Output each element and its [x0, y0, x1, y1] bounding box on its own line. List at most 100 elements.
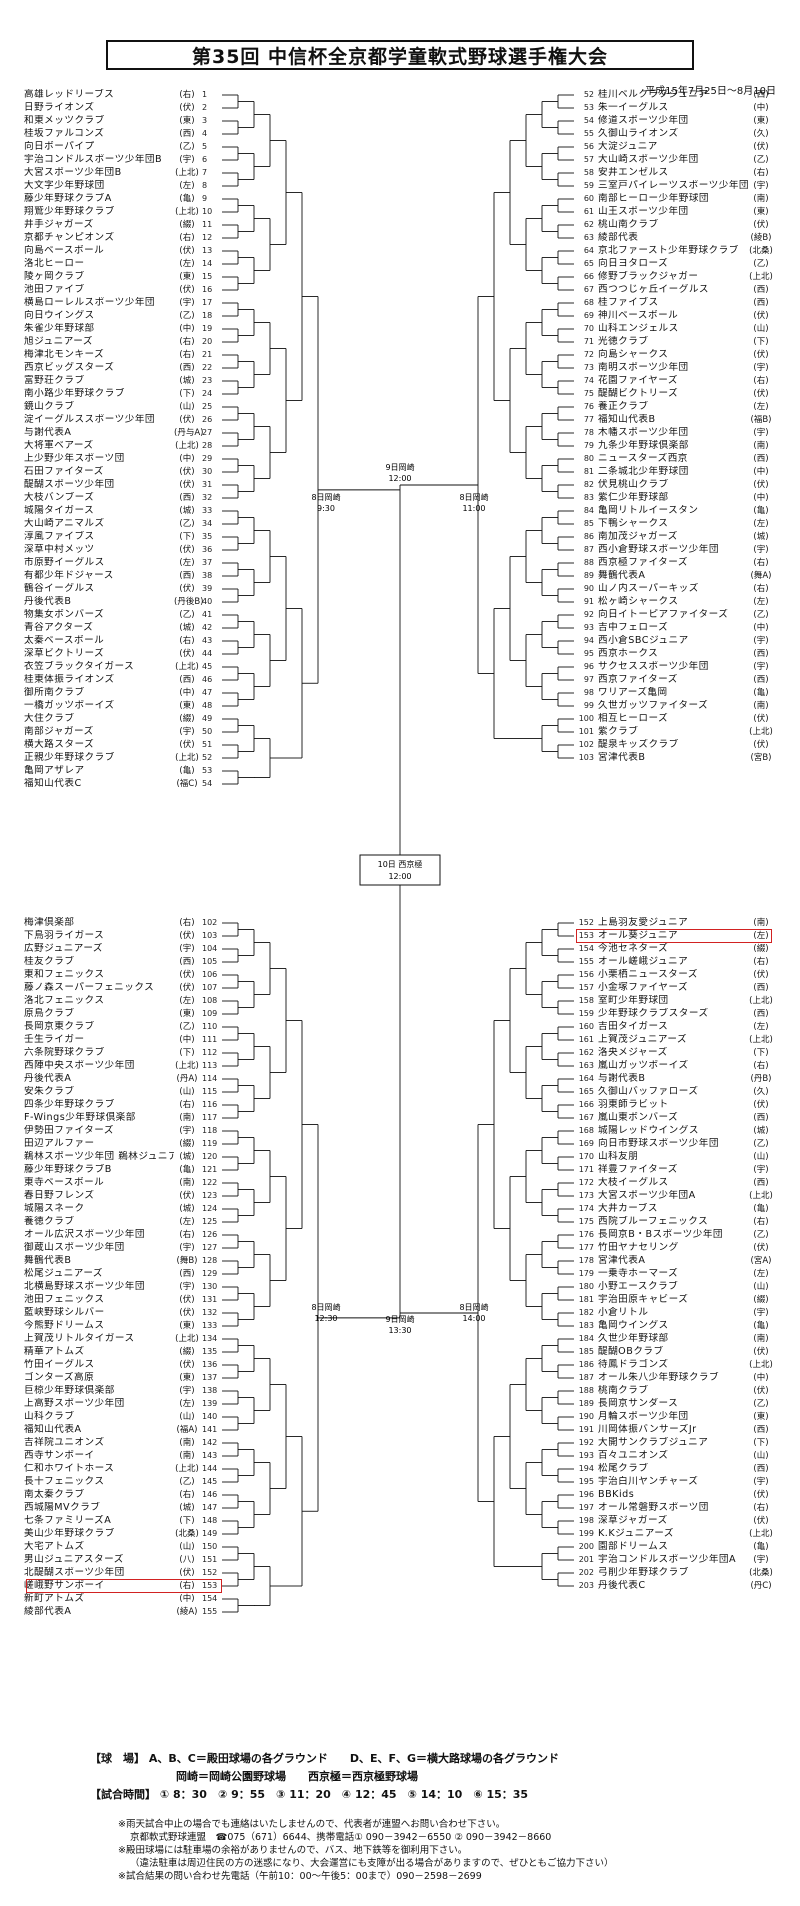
team-region: (西): [179, 363, 195, 373]
team-number: 166: [578, 1100, 594, 1109]
team-region: (宇): [753, 181, 769, 191]
team-entry: 西京ファイターズ(西)97: [574, 674, 774, 686]
team-entry: 小栗栖ニュースターズ(伏)156: [574, 969, 774, 981]
highlighted-team-box: [26, 1579, 222, 1593]
team-name: 南太秦クラブ: [24, 1489, 85, 1500]
team-entry: 日野ライオンズ(伏)2: [24, 102, 224, 114]
team-name: 仁和ホワイトホース: [24, 1463, 115, 1474]
team-name: 今池セネターズ: [598, 943, 669, 954]
team-name: 正親少年野球クラブ: [24, 752, 115, 763]
team-number: 10: [202, 207, 213, 216]
team-region: (東): [179, 1373, 195, 1383]
team-entry: 竹田ヤナセリング(伏)177: [574, 1242, 774, 1254]
team-number: 33: [202, 506, 213, 515]
team-entry: 城陽スネーク(城)124: [24, 1203, 224, 1215]
team-name: 新町アトムズ: [24, 1593, 85, 1604]
team-entry: 山科エンジェルス(山)70: [574, 323, 774, 335]
team-region: (中): [179, 688, 195, 698]
team-entry: 長岡京B・Bスポーツ少年団(乙)176: [574, 1229, 774, 1241]
team-entry: 月輪スポーツ少年団(東)190: [574, 1411, 774, 1423]
team-entry: 松ヶ崎シャークス(左)91: [574, 596, 774, 608]
team-entry: 吉田タイガース(左)160: [574, 1021, 774, 1033]
team-region: (下): [179, 1516, 195, 1526]
team-region: (左): [753, 931, 769, 941]
team-number: 82: [583, 480, 594, 489]
team-region: (宇): [753, 1165, 769, 1175]
team-name: 桂東体振ライオンズ: [24, 674, 115, 685]
team-name: 城陽タイガース: [24, 505, 95, 516]
team-name: 巨椋少年野球倶楽部: [24, 1385, 115, 1396]
team-entry: 久世ガッツファイターズ(南)99: [574, 700, 774, 712]
team-entry: 物集女ボンバーズ(乙)41: [24, 609, 224, 621]
team-name: 嵯峨野サンボーイ: [24, 1580, 105, 1591]
team-name: 藤少年野球クラブB: [24, 1164, 112, 1175]
team-number: 52: [202, 753, 213, 762]
team-entry: 亀岡アザレア(亀)53: [24, 765, 224, 777]
team-region: (東): [179, 1321, 195, 1331]
team-number: 7: [202, 168, 208, 177]
team-entry: 原鳥クラブ(東)109: [24, 1008, 224, 1020]
team-entry: 小倉リトル(宇)182: [574, 1307, 774, 1319]
team-name: 久御山ライオンズ: [598, 128, 679, 139]
team-name: 大宮スポーツ少年団A: [598, 1190, 696, 1201]
team-entry: 美山少年野球クラブ(北桑)149: [24, 1528, 224, 1540]
team-region: (左): [179, 996, 195, 1006]
team-entry: 洛北ヒーロー(左)14: [24, 258, 224, 270]
semifinal-time-top: 12:00: [388, 474, 411, 483]
venue-text: A、B、C＝殿田球場の各グラウンド D、E、F、G＝横大路球場の各グラウンド: [148, 1752, 559, 1765]
team-number: 59: [583, 181, 594, 190]
team-number: 38: [202, 571, 213, 580]
team-region: (中): [179, 454, 195, 464]
team-number: 32: [202, 493, 213, 502]
team-region: (山): [179, 1542, 195, 1552]
team-entry: 室町少年野球団(上北)158: [574, 995, 774, 1007]
team-number: 202: [578, 1568, 594, 1577]
team-entry: 富野荘クラブ(城)23: [24, 375, 224, 387]
team-region: (伏): [179, 1191, 195, 1201]
team-number: 20: [202, 337, 213, 346]
team-region: (上北): [175, 1061, 199, 1071]
team-number: 155: [202, 1607, 218, 1616]
team-name: 宇治白川ヤンチャーズ: [598, 1476, 699, 1487]
team-number: 174: [578, 1204, 594, 1213]
team-number: 102: [578, 740, 594, 749]
team-region: (綴): [179, 1139, 195, 1149]
team-number: 47: [202, 688, 213, 697]
team-name: オール朱八少年野球クラブ: [598, 1372, 720, 1383]
team-number: 176: [578, 1230, 594, 1239]
team-name: 桂川ベルクラブジュニア: [598, 89, 709, 100]
team-number: 126: [202, 1230, 218, 1239]
team-name: 下鳥羽ライガース: [24, 930, 105, 941]
team-region: (西): [753, 983, 769, 993]
team-number: 113: [202, 1061, 218, 1070]
team-number: 114: [202, 1074, 218, 1083]
team-number: 62: [583, 220, 594, 229]
team-entry: 醍泉キッズクラブ(伏)102: [574, 739, 774, 751]
team-name: 西小倉SBCジュニア: [598, 635, 689, 646]
team-name: 九条少年野球倶楽部: [598, 440, 689, 451]
team-region: (宇): [179, 298, 195, 308]
team-name: サクセススポーツ少年団: [598, 661, 709, 672]
team-entry: 福知山代表C(福C)54: [24, 778, 224, 790]
team-entry: 精華アトムズ(綴)135: [24, 1346, 224, 1358]
tournament-period: 平成15年7月25日～8月10日: [645, 86, 776, 97]
team-number: 36: [202, 545, 213, 554]
team-region: (左): [753, 519, 769, 529]
team-name: 御蔵山スポーツ少年団: [24, 1242, 125, 1253]
team-entry: 深草ジャガーズ(伏)198: [574, 1515, 774, 1527]
team-number: 65: [583, 259, 594, 268]
team-number: 5: [202, 142, 208, 151]
team-region: (綾A): [176, 1607, 198, 1617]
team-name: 桃山南クラブ: [598, 219, 659, 230]
team-region: (福A): [176, 1425, 198, 1435]
team-name: 洛北フェニックス: [24, 995, 105, 1006]
team-entry: 今池セネターズ(綴)154: [574, 943, 774, 955]
team-region: (伏): [179, 480, 195, 490]
time-text: ① 8：30 ② 9：55 ③ 11：20 ④ 12：45 ⑤ 14：10 ⑥ …: [159, 1788, 529, 1801]
team-region: (左): [179, 1399, 195, 1409]
team-entry: 松尾クラブ(西)194: [574, 1463, 774, 1475]
team-entry: 宮津代表A(宮A)178: [574, 1255, 774, 1267]
team-entry: 嵐山ガッツボーイズ(右)163: [574, 1060, 774, 1072]
team-region: (下): [179, 532, 195, 542]
team-entry: オール葵ジュニア(左)153: [574, 930, 774, 942]
